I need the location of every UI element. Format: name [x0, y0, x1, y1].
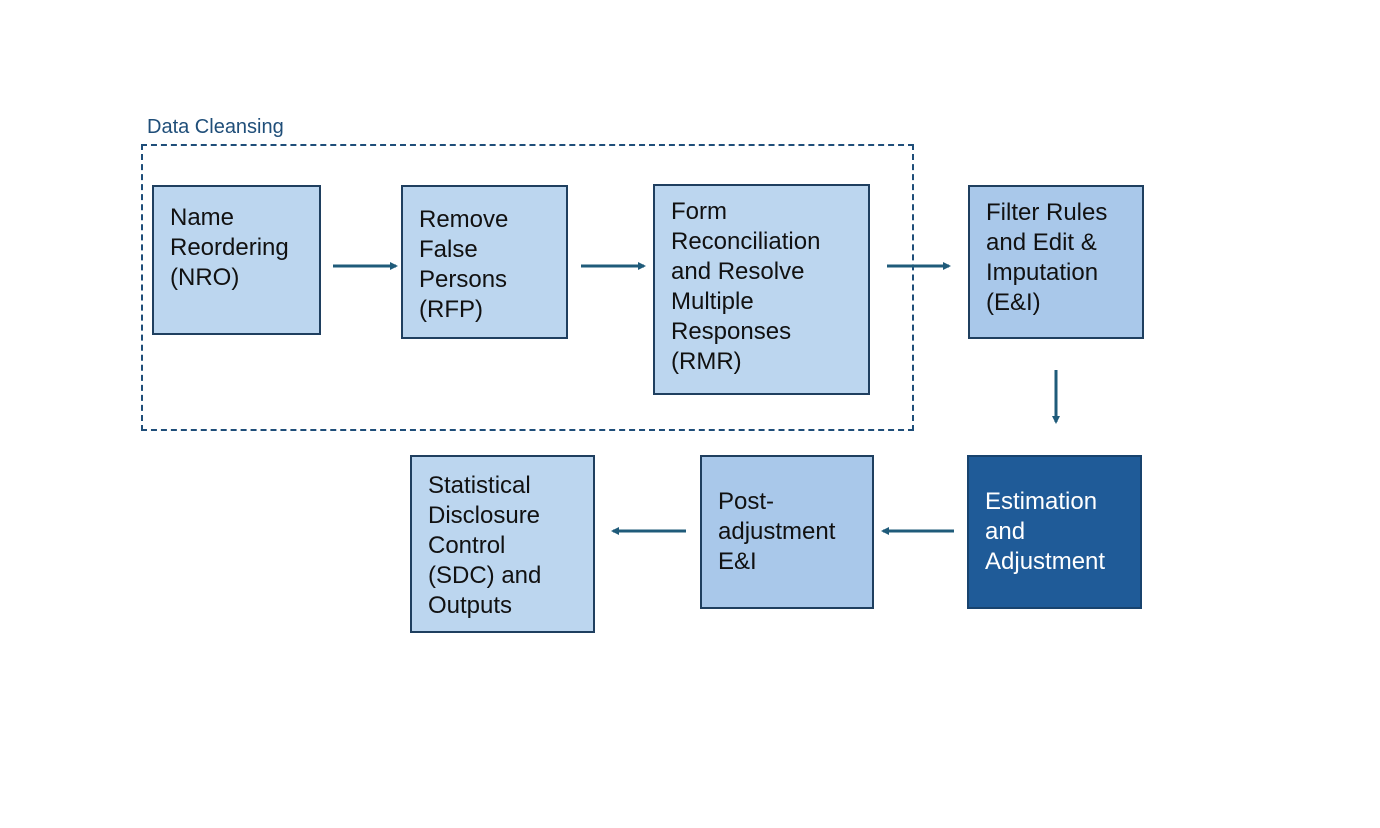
group-box-data-cleansing [141, 144, 914, 431]
group-label-data-cleansing: Data Cleansing [147, 116, 284, 138]
node-estimation-adjustment: Estimation and Adjustment [967, 455, 1142, 609]
node-name-reordering: Name Reordering (NRO) [152, 185, 321, 335]
node-post-adjustment-ei: Post-adjustment E&I [700, 455, 874, 609]
node-form-reconciliation: Form Reconciliation and Resolve Multiple… [653, 184, 870, 395]
node-remove-false-persons: Remove False Persons (RFP) [401, 185, 568, 339]
node-filter-rules-ei: Filter Rules and Edit & Imputation (E&I) [968, 185, 1144, 339]
node-sdc-outputs: Statistical Disclosure Control (SDC) and… [410, 455, 595, 633]
